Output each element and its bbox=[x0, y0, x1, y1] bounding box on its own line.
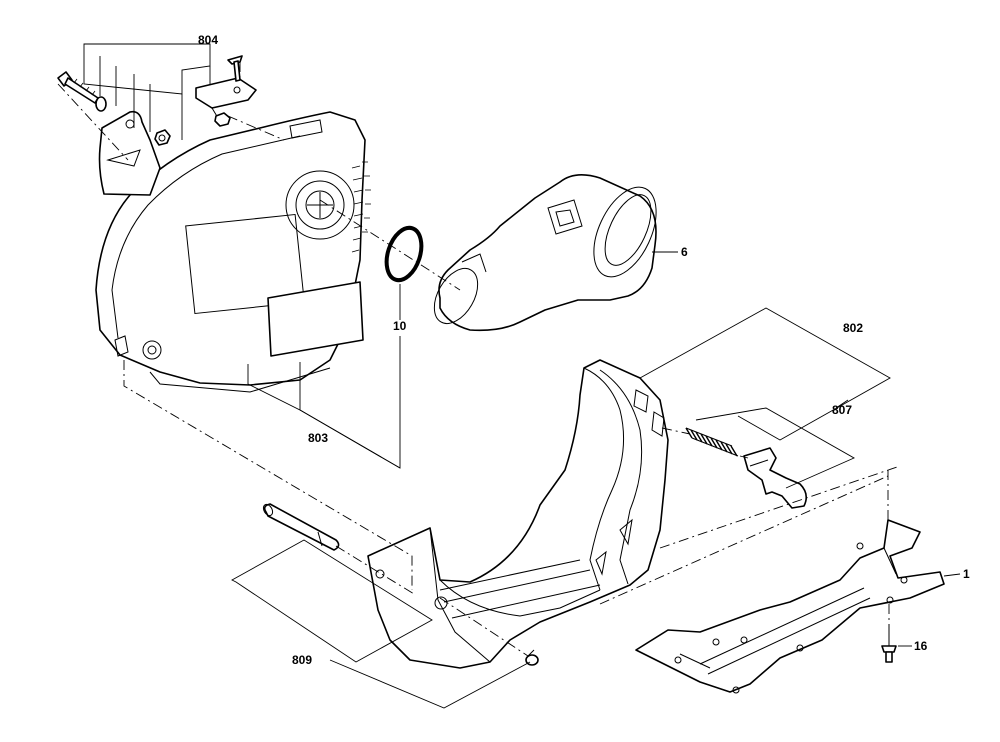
dust-extraction-elbow bbox=[433, 174, 657, 332]
callout-16: 16 bbox=[914, 639, 928, 653]
base-plate bbox=[635, 519, 945, 694]
hex-bolt bbox=[57, 71, 99, 104]
callout-804: 804 bbox=[198, 33, 218, 47]
base-screw bbox=[881, 624, 897, 663]
guide-pin bbox=[262, 503, 340, 551]
callout-802: 802 bbox=[843, 321, 863, 335]
callout-1: 1 bbox=[963, 567, 970, 581]
warning-label bbox=[267, 281, 364, 357]
callout-809: 809 bbox=[292, 653, 312, 667]
angle-scale-marks bbox=[351, 161, 371, 253]
lower-blade-guard bbox=[367, 359, 669, 669]
callout-807: 807 bbox=[832, 403, 852, 417]
compression-spring bbox=[685, 427, 739, 457]
riving-plate bbox=[98, 110, 161, 196]
release-lever bbox=[743, 447, 808, 509]
countersunk-screw bbox=[227, 55, 243, 82]
callout-803: 803 bbox=[308, 431, 328, 445]
washer bbox=[95, 96, 107, 112]
alignment-lines bbox=[57, 62, 901, 657]
callout-labels: 804 6 10 803 802 807 1 16 809 bbox=[198, 33, 970, 667]
mounting-bracket bbox=[195, 77, 257, 119]
callout-10: 10 bbox=[393, 319, 407, 333]
callout-6: 6 bbox=[681, 245, 688, 259]
o-ring bbox=[384, 225, 424, 283]
leader-lines bbox=[83, 43, 961, 709]
hex-nut bbox=[154, 129, 171, 146]
small-nut bbox=[214, 112, 231, 127]
